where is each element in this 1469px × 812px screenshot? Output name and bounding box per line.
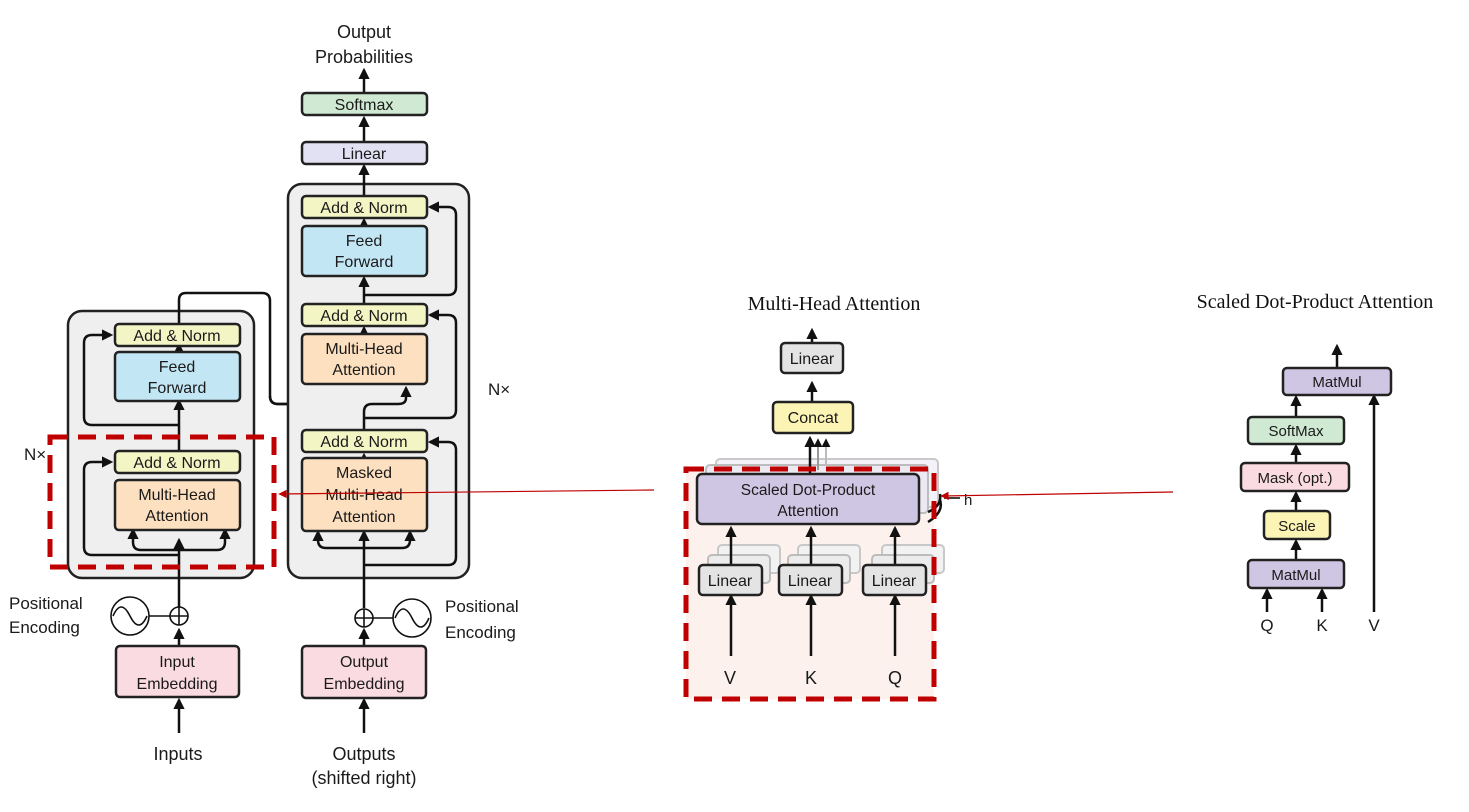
scaled-dot-title: Scaled Dot-Product Attention [1197, 291, 1434, 313]
output-probabilities-label-1: Output [337, 22, 391, 42]
encoder-add-norm-2 [113, 322, 242, 348]
decoder-add-norm-2 [300, 302, 429, 328]
cross-attention-label-2: Attention [332, 362, 395, 379]
sdpa-label-2: Attention [777, 503, 838, 520]
sdp-input-v: V [1368, 616, 1380, 635]
decoder-softmax-label: Softmax [335, 97, 394, 114]
decoder-cross-attention [300, 332, 429, 386]
encoder-attention [113, 478, 242, 532]
input-q-label: Q [888, 668, 902, 688]
encoder-ff-label-2: Forward [148, 380, 207, 397]
input-embedding [114, 644, 241, 699]
sdp-matmul-bottom [1246, 558, 1346, 590]
sdp-softmax-label: SoftMax [1268, 423, 1324, 440]
input-k-label: K [805, 668, 817, 688]
sdpa-block [695, 472, 921, 526]
encoder-nx-label: N× [24, 445, 46, 464]
decoder-softmax [300, 91, 429, 117]
encoder-positional-label-2: Encoding [9, 618, 80, 637]
decoder-ff-label-2: Forward [335, 254, 394, 271]
mh-linear-label: Linear [790, 351, 835, 368]
decoder-masked-attention [300, 456, 429, 533]
output-embedding-label-1: Output [340, 654, 389, 671]
multi-head-attention: Multi-Head Attention Scaled Dot-Product … [683, 293, 972, 702]
encoder-sine-icon [110, 596, 150, 636]
encoder-add-norm-1-label: Add & Norm [133, 455, 220, 472]
linear-q-label: Linear [872, 573, 917, 590]
decoder-linear-label: Linear [342, 146, 387, 163]
decoder: Masked Multi-Head Attention Add & Norm M… [286, 22, 519, 788]
connector-arrow-left [278, 489, 655, 499]
scaled-dot-product-attention: Scaled Dot-Product Attention MatMul Soft… [1197, 291, 1434, 635]
sdp-input-q: Q [1260, 616, 1273, 635]
linear-v-label: Linear [708, 573, 753, 590]
encoder-ff-label-1: Feed [159, 359, 195, 376]
masked-attention-label-1: Masked [336, 465, 392, 482]
concat-label: Concat [788, 410, 839, 427]
decoder-positional-label-2: Encoding [445, 623, 516, 642]
decoder-add-norm-2-label: Add & Norm [320, 308, 407, 325]
sdp-matmul-top [1281, 366, 1393, 397]
input-v-label: V [724, 668, 736, 688]
encoder-add-norm-2-label: Add & Norm [133, 328, 220, 345]
encoder-feed-forward [113, 350, 242, 403]
linear-k-label: Linear [788, 573, 833, 590]
linear-q [861, 563, 928, 597]
output-embedding [300, 644, 428, 700]
decoder-linear [300, 140, 429, 166]
encoder: Add & Norm Multi-Head Attention Add & No… [9, 291, 352, 764]
sdp-matmul-top-label: MatMul [1312, 374, 1361, 391]
encoder-attention-label-1: Multi-Head [138, 487, 215, 504]
cross-attention-label-1: Multi-Head [325, 341, 402, 358]
inputs-label: Inputs [153, 744, 202, 764]
sdpa-label-1: Scaled Dot-Product [741, 482, 876, 499]
concat-block [771, 400, 855, 435]
multi-head-title: Multi-Head Attention [748, 293, 921, 315]
decoder-add-norm-1 [300, 428, 429, 454]
h-label: h [964, 492, 972, 509]
encoder-attention-label-2: Attention [145, 508, 208, 525]
sdp-matmul-bottom-label: MatMul [1271, 567, 1320, 584]
mh-linear-block [779, 341, 845, 375]
sdp-mask [1239, 461, 1351, 493]
decoder-ff-label-1: Feed [346, 233, 382, 250]
output-probabilities-label-2: Probabilities [315, 47, 413, 67]
decoder-add-norm-1-label: Add & Norm [320, 434, 407, 451]
encoder-positional-label-1: Positional [9, 594, 83, 613]
masked-attention-label-2: Multi-Head [325, 487, 402, 504]
sdp-scale [1262, 509, 1332, 541]
sdp-scale-label: Scale [1278, 518, 1316, 535]
decoder-add-norm-3-label: Add & Norm [320, 200, 407, 217]
outputs-label-2: (shifted right) [311, 768, 416, 788]
encoder-attention-highlight [47, 434, 277, 570]
decoder-feed-forward [300, 224, 429, 278]
decoder-add-norm-3 [300, 194, 429, 220]
sdp-softmax [1246, 415, 1346, 446]
decoder-sine-icon [392, 598, 432, 638]
input-embedding-label-2: Embedding [137, 676, 218, 693]
linear-v [697, 563, 764, 597]
input-embedding-label-1: Input [159, 654, 195, 671]
linear-k [777, 563, 844, 597]
connector-arrow-right [940, 491, 1174, 501]
decoder-positional-label-1: Positional [445, 597, 519, 616]
encoder-add-norm-1 [113, 449, 242, 475]
multi-head-highlight [683, 466, 937, 702]
sdp-input-k: K [1316, 616, 1328, 635]
output-embedding-label-2: Embedding [324, 676, 405, 693]
decoder-nx-label: N× [488, 380, 510, 399]
masked-attention-label-3: Attention [332, 509, 395, 526]
outputs-label-1: Outputs [332, 744, 395, 764]
sdp-mask-label: Mask (opt.) [1257, 470, 1332, 487]
